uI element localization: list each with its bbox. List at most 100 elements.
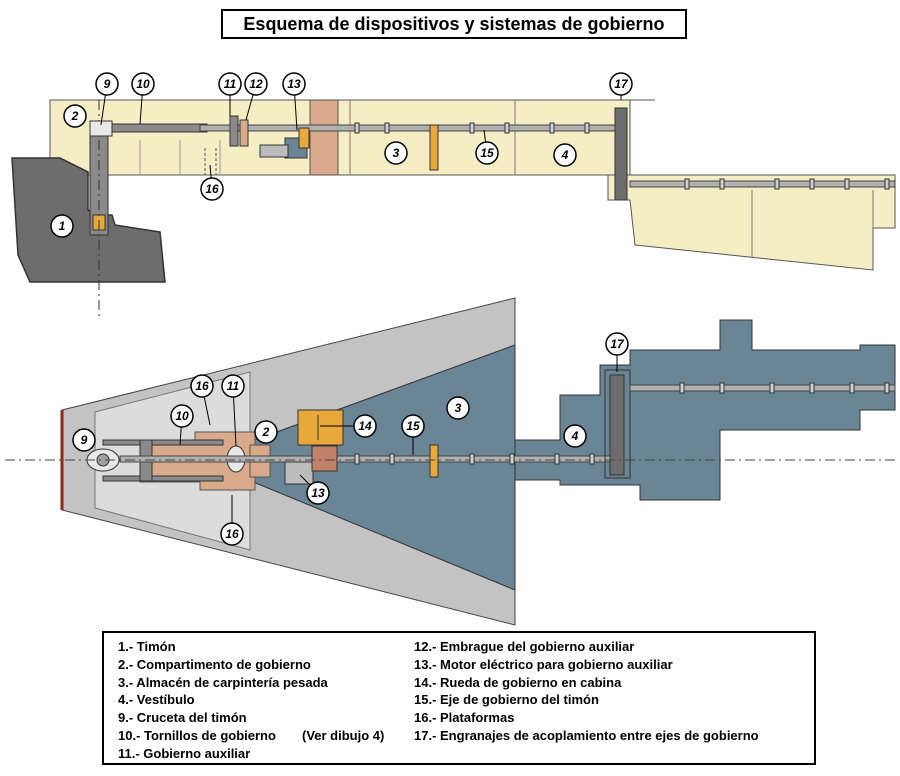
callout-circle: [218, 72, 242, 96]
callout-label: 11: [227, 379, 240, 393]
callout-c9-top: 9: [95, 72, 119, 126]
steering-compartment-profile: [49, 99, 631, 176]
callout-circle: [221, 374, 245, 398]
callout-circle: [244, 72, 268, 96]
callout-label: 4: [561, 148, 569, 162]
legend-item: 11.- Gobierno auxiliar: [118, 745, 251, 761]
callout-c1-top: 1: [50, 214, 74, 238]
callout-circle: [609, 72, 633, 96]
callout-c3-bot: 3: [446, 396, 470, 420]
callout-circle: [553, 143, 577, 167]
callout-label: 13: [311, 486, 325, 500]
callout-label: 2: [71, 109, 79, 123]
callout-label: 16: [225, 527, 239, 541]
rudder-profile: [11, 157, 166, 283]
callout-circle: [220, 522, 244, 546]
callout-label: 11: [224, 77, 237, 91]
callout-label: 1: [59, 219, 66, 233]
callout-c14-bot: 14: [320, 414, 377, 438]
callout-label: 10: [175, 409, 189, 423]
callout-c13-bot: 13: [299, 474, 330, 505]
callout-circle: [200, 177, 224, 201]
callout-circle: [475, 141, 499, 165]
callout-circle: [50, 214, 74, 238]
callout-c4-top: 4: [553, 143, 577, 167]
callout-label: 9: [81, 433, 88, 447]
callout-c12-top: 12: [244, 72, 268, 121]
callout-label: 17: [614, 77, 629, 91]
legend-item: 12.- Embrague del gobierno auxiliar: [414, 639, 635, 654]
profile-view: [11, 85, 896, 320]
callout-c11-top: 11: [218, 72, 242, 116]
frame-pillar: [309, 99, 339, 176]
callout-c15-top: 15: [475, 129, 499, 165]
callout-c17-bot: 17: [605, 332, 629, 372]
legend-item: 10.- Tornillos de gobierno: [118, 727, 276, 743]
callout-label: 13: [287, 77, 301, 91]
callout-circle: [446, 396, 470, 420]
plan-view: [5, 297, 896, 626]
callout-label: 16: [205, 182, 219, 196]
callout-c15-bot: 15: [401, 414, 425, 455]
legend-item: 4.- Vestíbulo: [118, 692, 195, 708]
legend-item: 9.- Cruceta del timón: [118, 710, 247, 726]
callout-c16-top: 16: [200, 164, 224, 201]
callout-circle: [401, 414, 425, 438]
legend-item: 15.- Eje de gobierno del timón: [414, 692, 599, 708]
callout-circle: [95, 72, 119, 96]
steering-shaft-plan: [119, 455, 611, 463]
callout-circle: [190, 374, 214, 398]
callout-c2-bot: 2: [254, 420, 278, 444]
steering-screws-profile: [111, 123, 208, 133]
legend-item: 17.- Engranajes de acoplamiento entre ej…: [414, 727, 759, 743]
motor-plan: [284, 461, 314, 485]
callout-circle: [72, 428, 96, 452]
steering-wheel-plan: [297, 409, 344, 446]
diagram-title: Esquema de dispositivos y sistemas de go…: [221, 9, 687, 39]
callout-label: 14: [358, 419, 372, 433]
callout-label: 4: [571, 429, 579, 443]
legend-item: 2.- Compartimento de gobierno: [118, 656, 311, 672]
callout-c10-bot: 10: [170, 404, 194, 446]
callout-c3-top: 3: [384, 141, 408, 165]
callout-label: 17: [610, 337, 625, 351]
legend-item: 3.- Almacén de carpintería pesada: [118, 674, 328, 690]
callout-circle: [63, 104, 87, 128]
coupling-gears-profile: [614, 107, 628, 201]
legend-item: 13.- Motor eléctrico para gobierno auxil…: [414, 656, 673, 672]
legend-item: 16.- Plataformas: [414, 710, 515, 726]
callout-label: 16: [195, 379, 209, 393]
callout-label: 9: [104, 77, 111, 91]
callout-circle: [170, 404, 194, 428]
callout-label: 3: [455, 401, 462, 415]
callout-c17-top: 17: [609, 72, 633, 100]
legend-left-column: 1.- Timón 2.- Compartimento de gobierno …: [118, 638, 328, 763]
legend-box: 1.- Timón 2.- Compartimento de gobierno …: [102, 631, 816, 765]
callout-c4-bot: 4: [563, 424, 587, 448]
callout-c9-bot: 9: [72, 428, 96, 452]
coupling-gears-plan: [609, 374, 625, 476]
callout-circle: [306, 481, 330, 505]
callout-label: 15: [480, 146, 494, 160]
callout-c16-bot-a: 16: [190, 374, 214, 426]
callout-label: 12: [249, 77, 263, 91]
callout-circle: [131, 72, 155, 96]
callout-circle: [254, 420, 278, 444]
callout-label: 15: [406, 419, 420, 433]
callout-label: 2: [262, 425, 270, 439]
callout-c13-top: 13: [282, 72, 306, 131]
legend-right-column: 12.- Embrague del gobierno auxiliar 13.-…: [414, 638, 759, 745]
callout-c11-bot: 11: [221, 374, 245, 447]
callout-circle: [384, 141, 408, 165]
callout-circle: [563, 424, 587, 448]
callout-c2-top: 2: [63, 104, 87, 128]
callout-c16-bot-b: 16: [220, 495, 244, 546]
callout-c10-top: 10: [131, 72, 155, 125]
legend-item: 14.- Rueda de gobierno en cabina: [414, 674, 622, 690]
callout-circle: [605, 332, 629, 356]
callout-circle: [282, 72, 306, 96]
legend-note: (Ver dibujo 4): [302, 728, 385, 743]
callout-label: 10: [136, 77, 150, 91]
callout-circle: [353, 414, 377, 438]
